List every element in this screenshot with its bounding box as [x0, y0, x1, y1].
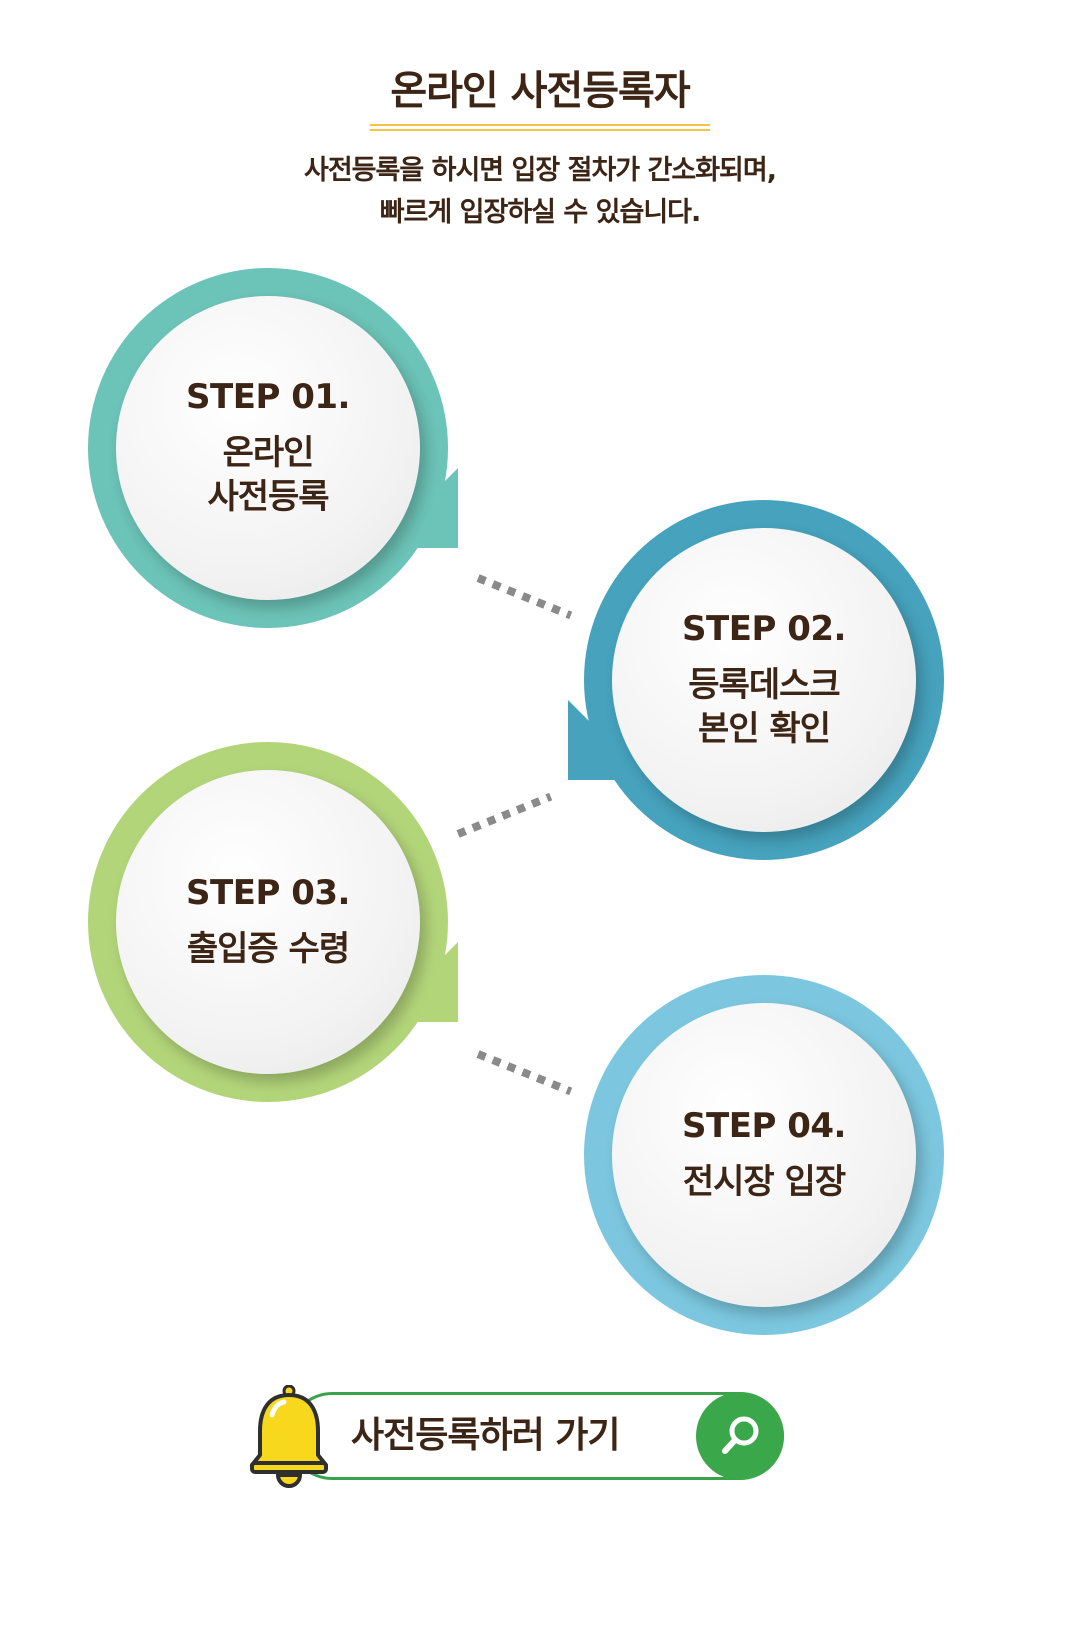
search-icon[interactable]	[696, 1392, 784, 1480]
bubble-inner: STEP 01. 온라인 사전등록	[116, 296, 420, 600]
step-label: STEP 03.	[186, 873, 350, 913]
register-button-label: 사전등록하러 가기	[351, 1415, 620, 1456]
register-button[interactable]: 사전등록하러 가기	[288, 1392, 784, 1480]
step-label: STEP 01.	[186, 377, 350, 417]
step-bubble-1: STEP 01. 온라인 사전등록	[88, 268, 458, 628]
step-text: 등록데스크 본인 확인	[688, 665, 840, 749]
step-text: 출입증 수령	[186, 929, 350, 969]
step-bubble-3: STEP 03. 출입증 수령	[88, 742, 458, 1102]
bubble-inner: STEP 04. 전시장 입장	[612, 1003, 916, 1307]
description-line-1: 사전등록을 하시면 입장 절차가 간소화되며,	[304, 155, 777, 186]
step-label: STEP 02.	[682, 609, 846, 649]
step-text: 전시장 입장	[682, 1162, 846, 1202]
step-bubble-4: STEP 04. 전시장 입장	[584, 975, 944, 1335]
dotted-connector	[476, 574, 573, 620]
title-underline	[370, 124, 710, 131]
dotted-connector	[456, 792, 553, 838]
dotted-connector	[476, 1050, 573, 1096]
bell-icon	[248, 1384, 330, 1489]
step-label: STEP 04.	[682, 1106, 846, 1146]
description: 사전등록을 하시면 입장 절차가 간소화되며, 빠르게 입장하실 수 있습니다.	[0, 150, 1080, 234]
description-line-2: 빠르게 입장하실 수 있습니다.	[379, 197, 702, 228]
bubble-inner: STEP 02. 등록데스크 본인 확인	[612, 528, 916, 832]
step-text: 온라인 사전등록	[207, 433, 329, 517]
page-title: 온라인 사전등록자	[390, 68, 690, 114]
bubble-inner: STEP 03. 출입증 수령	[116, 770, 420, 1074]
step-bubble-2: STEP 02. 등록데스크 본인 확인	[568, 500, 944, 860]
